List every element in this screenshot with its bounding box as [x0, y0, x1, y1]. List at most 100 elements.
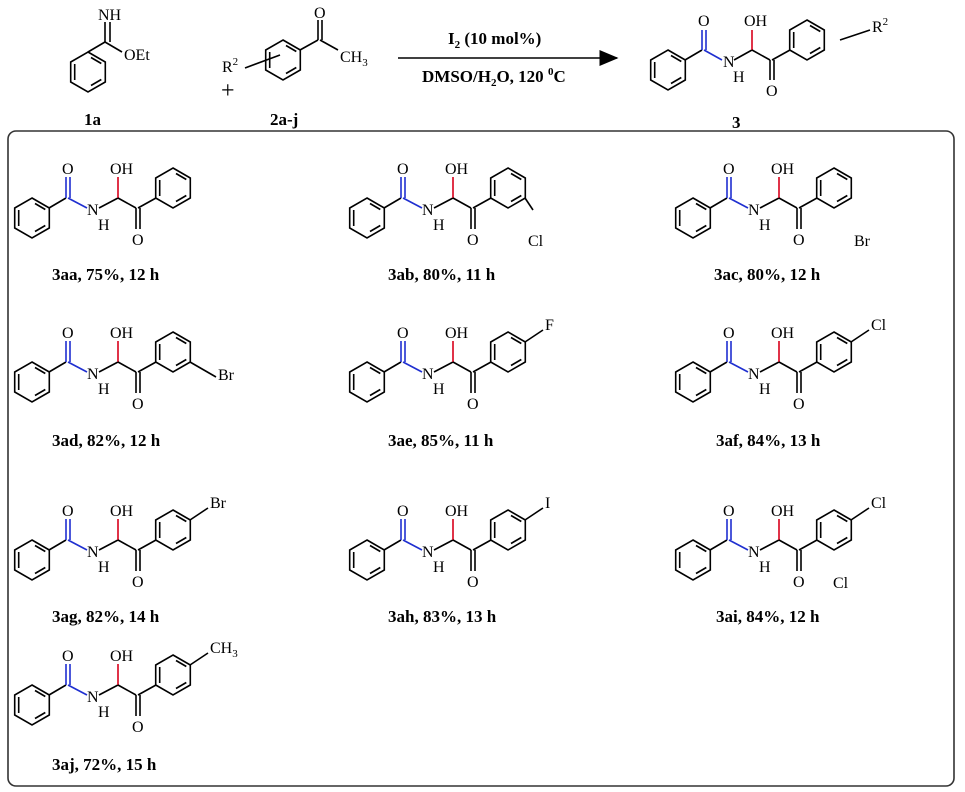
- svg-text:O: O: [397, 161, 409, 178]
- svg-text:O: O: [62, 161, 74, 178]
- svg-text:O: O: [397, 325, 409, 342]
- caption-3ae: 3ae, 85%, 11 h: [388, 431, 494, 450]
- svg-text:Br: Br: [218, 367, 235, 384]
- svg-text:Cl: Cl: [528, 233, 544, 250]
- svg-text:N: N: [748, 544, 760, 561]
- svg-text:O: O: [132, 574, 144, 591]
- svg-text:Cl: Cl: [871, 317, 887, 334]
- svg-text:O: O: [793, 232, 805, 249]
- caption-3ad: 3ad, 82%, 12 h: [52, 431, 161, 450]
- svg-text:Br: Br: [854, 233, 871, 250]
- r2-superscript: 2: [233, 56, 239, 68]
- svg-text:O: O: [467, 574, 479, 591]
- product-3-structure: O N H OH O R2: [649, 13, 888, 100]
- product-amide-o: O: [698, 13, 710, 30]
- svg-text:Cl: Cl: [833, 575, 849, 592]
- methyl-subscript: 3: [362, 57, 368, 69]
- svg-text:N: N: [748, 202, 760, 219]
- caption-3ai: 3ai, 84%, 12 h: [716, 607, 820, 626]
- svg-text:OH: OH: [110, 161, 134, 178]
- svg-text:OH: OH: [110, 648, 134, 665]
- product-3af: O N H OH O Cl: [676, 317, 887, 413]
- svg-text:N: N: [87, 366, 99, 383]
- caption-3ah: 3ah, 83%, 13 h: [388, 607, 497, 626]
- svg-text:H: H: [433, 217, 445, 234]
- product-nh-h: H: [733, 69, 745, 86]
- svg-text:O: O: [723, 503, 735, 520]
- caption-3af: 3af, 84%, 13 h: [716, 431, 821, 450]
- ethoxy-label: OEt: [124, 47, 150, 64]
- svg-text:CH3: CH3: [210, 640, 238, 660]
- svg-text:H: H: [759, 217, 771, 234]
- caption-3ab: 3ab, 80%, 11 h: [388, 265, 496, 284]
- svg-text:N: N: [87, 202, 99, 219]
- svg-text:N: N: [422, 366, 434, 383]
- svg-text:H: H: [759, 381, 771, 398]
- svg-text:OH: OH: [445, 325, 469, 342]
- product-3ac: O N H OH O Br: [676, 161, 871, 250]
- products-frame: [7, 130, 955, 787]
- svg-text:CH3: CH3: [340, 49, 368, 69]
- reagent-label: I2 (10 mol%): [448, 29, 541, 51]
- product-3ah: O N H OH O I: [350, 495, 550, 591]
- product-3aa: O N H OH O: [15, 161, 191, 249]
- svg-text:OH: OH: [110, 503, 134, 520]
- svg-text:O: O: [132, 719, 144, 736]
- svg-text:Cl: Cl: [871, 495, 887, 512]
- product-3ag: O N H OH O Br: [15, 495, 227, 591]
- product-3ad: O N H OH O Br: [15, 325, 235, 413]
- svg-text:N: N: [87, 689, 99, 706]
- svg-text:H: H: [98, 217, 110, 234]
- product-3ai: O N H OH O Cl Cl: [676, 495, 887, 592]
- svg-text:I: I: [545, 495, 550, 512]
- svg-text:N: N: [748, 366, 760, 383]
- conditions-label: DMSO/H2O, 120 0C: [422, 66, 566, 89]
- svg-text:R2: R2: [222, 56, 238, 76]
- svg-text:O: O: [132, 232, 144, 249]
- svg-text:O: O: [62, 503, 74, 520]
- product-r2-superscript: 2: [883, 16, 889, 28]
- caption-3aj: 3aj, 72%, 15 h: [52, 755, 157, 774]
- reactant-1a-structure: NH OEt: [69, 7, 150, 93]
- product-3ab: O N H OH O Cl: [350, 161, 544, 250]
- product-3aj: O N H OH O CH3: [15, 640, 238, 736]
- svg-text:O: O: [62, 325, 74, 342]
- reactant-1a-label: 1a: [84, 110, 102, 129]
- svg-text:OH: OH: [771, 325, 795, 342]
- svg-text:H: H: [98, 559, 110, 576]
- svg-text:O: O: [793, 396, 805, 413]
- svg-text:OH: OH: [445, 161, 469, 178]
- product-3-label: 3: [732, 113, 741, 132]
- svg-text:O: O: [723, 161, 735, 178]
- svg-text:O: O: [397, 503, 409, 520]
- reactant-2-label: 2a-j: [270, 110, 298, 129]
- svg-text:H: H: [433, 381, 445, 398]
- product-n: N: [723, 54, 735, 71]
- svg-text:O: O: [132, 396, 144, 413]
- product-r2: R: [872, 19, 883, 36]
- svg-text:O: O: [793, 574, 805, 591]
- caption-3ac: 3ac, 80%, 12 h: [714, 265, 821, 284]
- svg-text:H: H: [98, 381, 110, 398]
- product-oh: OH: [744, 13, 768, 30]
- svg-text:OH: OH: [771, 503, 795, 520]
- svg-text:N: N: [422, 544, 434, 561]
- product-ketone-o: O: [766, 83, 778, 100]
- caption-3ag: 3ag, 82%, 14 h: [52, 607, 160, 626]
- reactant-2-structure: O CH3 R2 +: [221, 5, 368, 104]
- svg-text:OH: OH: [445, 503, 469, 520]
- svg-text:N: N: [422, 202, 434, 219]
- product-3ae: O N H OH O F: [350, 317, 554, 413]
- svg-text:O: O: [62, 648, 74, 665]
- svg-text:O: O: [723, 325, 735, 342]
- svg-text:O: O: [467, 232, 479, 249]
- r2-label: R: [222, 59, 233, 76]
- svg-text:H: H: [759, 559, 771, 576]
- svg-text:F: F: [545, 317, 554, 334]
- plus-sign: +: [221, 78, 235, 104]
- svg-text:R2: R2: [872, 16, 888, 36]
- svg-text:Br: Br: [210, 495, 227, 512]
- imine-nh-label: NH: [98, 7, 122, 24]
- svg-text:O: O: [467, 396, 479, 413]
